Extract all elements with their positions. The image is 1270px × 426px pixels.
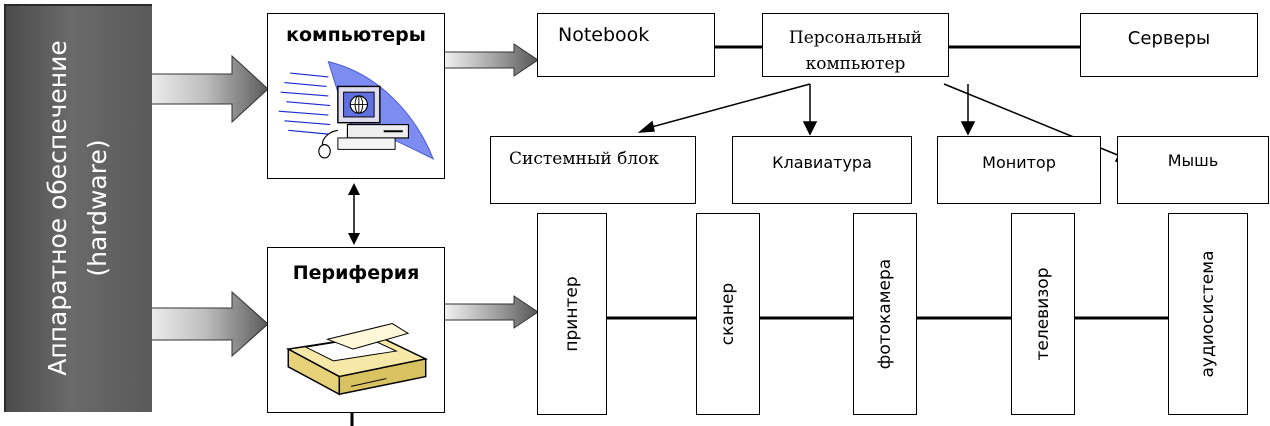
- notebook-box: Notebook: [537, 13, 715, 77]
- printer-label: принтер: [562, 276, 582, 352]
- system-unit-box: Системный блок: [490, 136, 696, 204]
- printer-box: принтер: [537, 213, 607, 415]
- hardware-title: Аппаратное обеспечение (hardware): [38, 40, 118, 376]
- mouse-box: Мышь: [1117, 136, 1269, 204]
- scanner-label: сканер: [718, 282, 738, 346]
- servers-label: Серверы: [1127, 28, 1211, 49]
- system-unit-label: Системный блок: [509, 149, 660, 169]
- scanner-clipart-icon: [285, 323, 429, 396]
- hardware-title-line1: Аппаратное обеспечение: [43, 40, 72, 376]
- periphery-box: Периферия: [267, 247, 445, 413]
- pc-label-line2: компьютер: [805, 54, 906, 74]
- block-arrow-to-notebook: [443, 43, 539, 77]
- audio-label: аудиосистема: [1198, 250, 1218, 378]
- pc-label-line1: Персональный: [788, 28, 923, 48]
- double-arrowhead-top: [348, 183, 360, 195]
- arrowhead-keyboard: [802, 121, 818, 136]
- scanner-box: сканер: [696, 213, 760, 415]
- mouse-label: Мышь: [1167, 151, 1219, 170]
- periphery-title: Периферия: [292, 262, 420, 284]
- computers-title: компьютеры: [286, 24, 426, 46]
- tv-box: телевизор: [1011, 213, 1075, 415]
- computer-clipart-icon: [278, 60, 435, 160]
- keyboard-box: Клавиатура: [732, 136, 912, 204]
- keyboard-label: Клавиатура: [772, 153, 872, 172]
- notebook-label: Notebook: [558, 24, 650, 46]
- monitor-box: Монитор: [937, 136, 1101, 204]
- block-arrow-to-printer: [443, 295, 539, 329]
- arrow-pc-system-unit: [647, 83, 811, 129]
- servers-box: Серверы: [1080, 13, 1258, 77]
- camera-box: фотокамера: [853, 213, 917, 415]
- tv-label: телевизор: [1033, 267, 1053, 361]
- hardware-title-line2: (hardware): [83, 139, 112, 277]
- camera-label: фотокамера: [875, 258, 895, 370]
- arrowhead-system-unit: [637, 120, 655, 133]
- audio-box: аудиосистема: [1168, 213, 1248, 415]
- hardware-sidebar: Аппаратное обеспечение (hardware): [4, 4, 152, 412]
- double-arrowhead-bottom: [348, 233, 360, 245]
- personal-computer-box: Персональный компьютер: [762, 13, 949, 77]
- monitor-label: Монитор: [982, 153, 1056, 172]
- arrowhead-monitor: [960, 121, 976, 136]
- computers-box: компьютеры: [267, 13, 445, 179]
